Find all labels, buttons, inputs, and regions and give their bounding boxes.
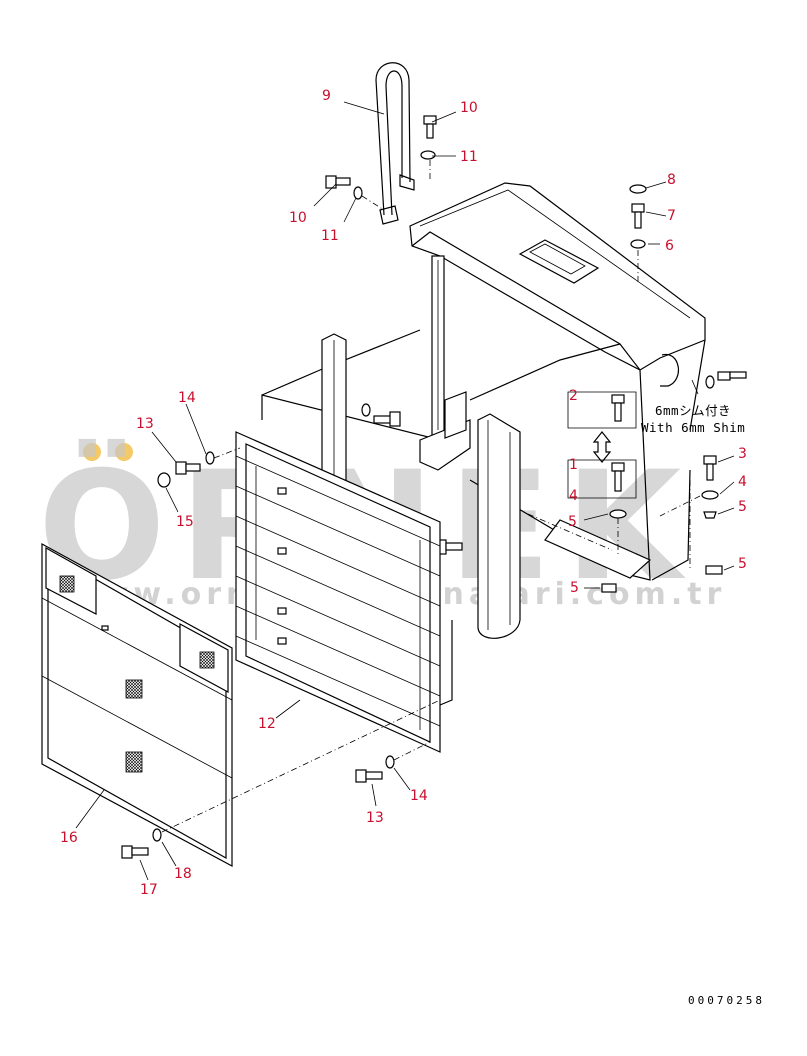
top-cover-ridge	[419, 189, 691, 319]
mesh-patch	[59, 575, 75, 593]
callout-2: 2	[569, 388, 578, 404]
shim-note-en: With 6mm Shim	[641, 420, 745, 435]
callout-numbers: 9 10 11 10 11 8 7 6 2 1 4 5 5 3 4 5 5 14…	[60, 88, 747, 898]
washer-11-top	[420, 150, 436, 160]
bolt-10-top	[423, 115, 437, 125]
callout-11: 11	[321, 228, 339, 244]
callout-14: 14	[410, 788, 428, 804]
housing-left-side	[261, 256, 441, 441]
callout-5: 5	[738, 556, 747, 572]
callout-18: 18	[174, 866, 192, 882]
cover-hook	[660, 353, 680, 387]
bolt-10-side	[325, 175, 337, 189]
callout-9: 9	[322, 88, 331, 104]
callout-4: 4	[569, 488, 578, 504]
washer-18	[152, 828, 162, 842]
side-cover	[477, 413, 521, 639]
drawing-code: 00070258	[688, 994, 765, 1007]
callout-13: 13	[136, 416, 154, 432]
assembly-lines	[161, 447, 701, 833]
bolt-13-upper	[175, 461, 187, 475]
cap-8	[629, 184, 647, 194]
top-access-plate	[518, 239, 600, 284]
bolt-3	[703, 455, 717, 465]
callout-5: 5	[568, 514, 577, 530]
front-screen	[41, 542, 233, 868]
mesh-patch	[199, 651, 215, 669]
grille-fasteners-lower	[121, 755, 395, 859]
washer-4	[701, 490, 719, 500]
top-cover-edge	[411, 231, 641, 371]
callout-3: 3	[738, 446, 747, 462]
mesh-patch	[125, 679, 143, 699]
top-right-fasteners	[629, 184, 647, 282]
callout-5: 5	[738, 499, 747, 515]
bottom-bracket	[544, 519, 652, 579]
radiator-housing	[261, 182, 706, 706]
bolt-7	[631, 203, 645, 213]
callout-box-2	[567, 391, 637, 429]
callout-10: 10	[460, 100, 478, 116]
handle-bolts	[325, 115, 437, 211]
callout-14: 14	[178, 390, 196, 406]
callout-5: 5	[570, 580, 579, 596]
callout-16: 16	[60, 830, 78, 846]
bolt-17	[121, 845, 133, 859]
washer-6	[630, 239, 646, 249]
shim-fasteners	[567, 371, 747, 593]
callout-10: 10	[289, 210, 307, 226]
cap-15	[157, 472, 171, 488]
leader-lines	[75, 101, 735, 881]
interchange-arrow	[592, 431, 612, 463]
grille-fasteners-upper	[157, 451, 215, 488]
callout-11: 11	[460, 149, 478, 165]
shim-note-jp: 6mmシム付き	[655, 403, 731, 418]
callout-7: 7	[667, 208, 676, 224]
callout-17: 17	[140, 882, 158, 898]
bolt-13-lower	[355, 769, 367, 783]
washer-14-upper	[205, 451, 215, 465]
callout-box-1-4	[567, 459, 637, 499]
callout-4: 4	[738, 474, 747, 490]
top-cover	[409, 182, 706, 371]
watermark-dot	[115, 443, 133, 461]
callout-15: 15	[176, 514, 194, 530]
callout-12: 12	[258, 716, 276, 732]
washer-14-lower	[385, 755, 395, 769]
callout-8: 8	[667, 172, 676, 188]
housing-right-side	[469, 369, 651, 581]
callout-13: 13	[366, 810, 384, 826]
watermark-dot	[83, 443, 101, 461]
shim-note: 6mmシム付き With 6mm Shim	[641, 403, 745, 435]
grab-handle	[375, 62, 415, 225]
mesh-patch	[125, 751, 143, 773]
washer-5	[703, 511, 717, 519]
washer-11-side	[353, 186, 363, 200]
callout-6: 6	[665, 238, 674, 254]
callout-1: 1	[569, 457, 578, 473]
